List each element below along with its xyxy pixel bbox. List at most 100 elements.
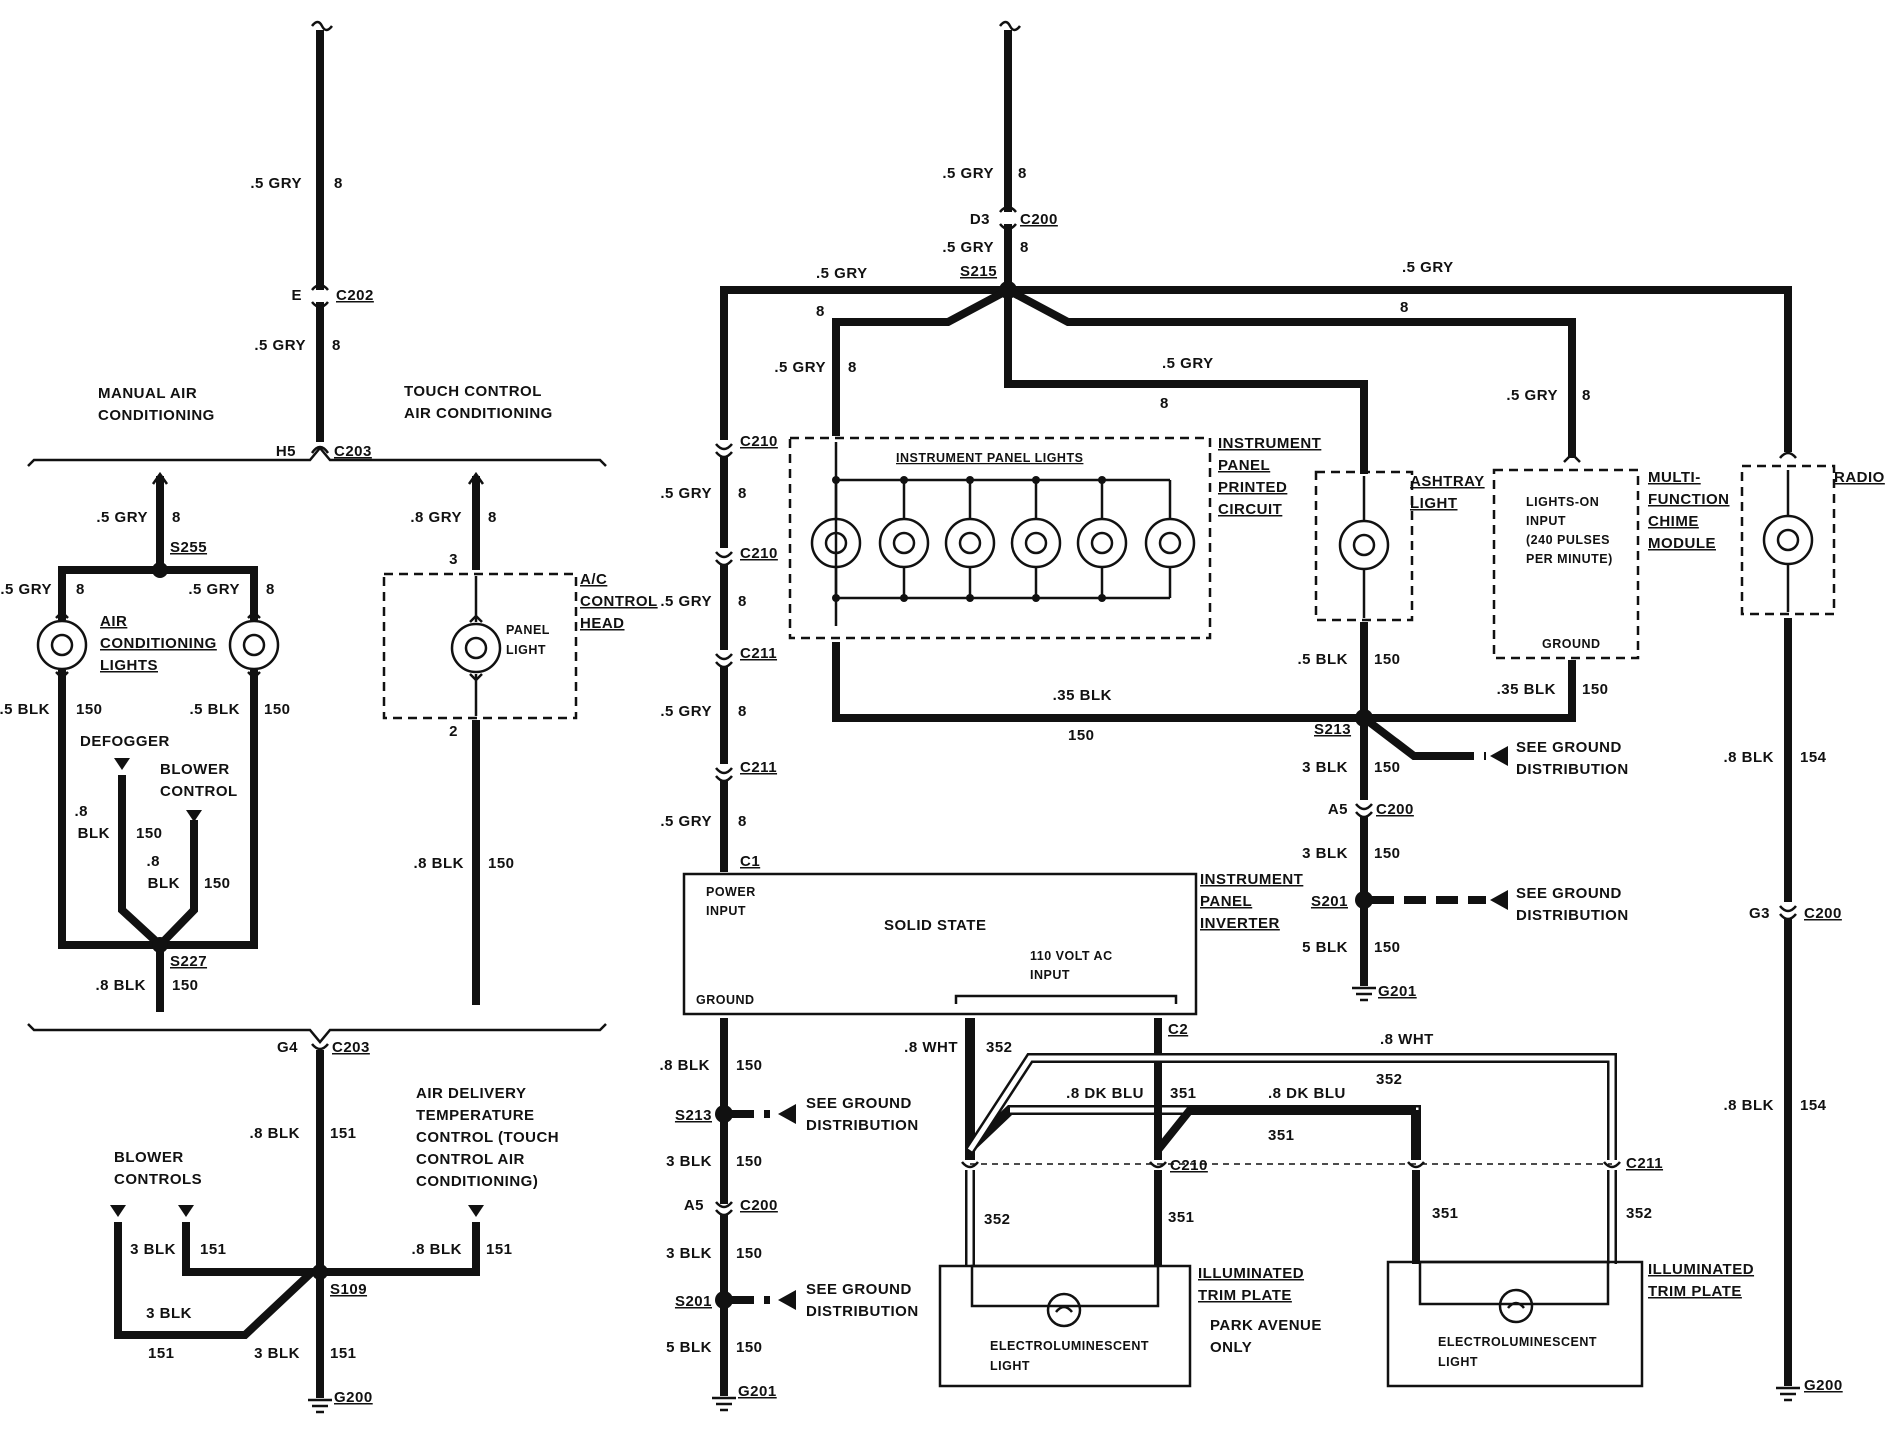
splice-s109: S109: [330, 1281, 367, 1298]
circuit-150-2: 150: [264, 701, 291, 718]
circuit-150-r2: 150: [1068, 727, 1095, 744]
circuit-351-2: 351: [1268, 1127, 1295, 1144]
wire-size-blk-r10: 3 BLK: [666, 1245, 712, 1262]
circuit-8-r9: 8: [738, 593, 747, 610]
el-light-1-symbol: [1046, 1292, 1082, 1328]
wire-size-gry-5: .5 GRY: [188, 581, 240, 598]
circuit-150-r10: 150: [736, 1339, 763, 1356]
ground-g200-right: G200: [1804, 1377, 1843, 1394]
wire-size-blk-9: .8 BLK: [411, 1241, 462, 1258]
circuit-8-r10: 8: [738, 703, 747, 720]
ip-bulb-3: [944, 480, 996, 598]
connector-c210-2: C210: [740, 545, 778, 562]
circuit-150-5: 150: [488, 855, 515, 872]
wire-size-blk-r4: 3 BLK: [1302, 759, 1348, 776]
pin-h5: H5: [276, 443, 296, 460]
splice-s201-left: S201: [675, 1293, 712, 1310]
wire-size-blk-r9: 3 BLK: [666, 1153, 712, 1170]
connector-c200-radio: C200: [1804, 905, 1842, 922]
wire-size-gry-r10: .5 GRY: [660, 703, 712, 720]
el-light-2-symbol: [1498, 1288, 1534, 1324]
ip-bulb-1: [810, 480, 862, 598]
wire-size-blk-r1: .5 BLK: [1297, 651, 1348, 668]
circuit-351-4: 351: [1432, 1205, 1459, 1222]
wire-size-blk-r12: .8 BLK: [1723, 1097, 1774, 1114]
connector-c1: C1: [740, 853, 760, 870]
connector-c202: C202: [336, 287, 374, 304]
wire-size-blk-4b: BLK: [148, 875, 180, 892]
circuit-8-r6: 8: [1160, 395, 1169, 412]
wire-size-blk-r8: .8 BLK: [659, 1057, 710, 1074]
wire-size-gry-r2: .5 GRY: [942, 239, 994, 256]
circuit-150-r4: 150: [1374, 759, 1401, 776]
pin-a5-left: A5: [684, 1197, 704, 1214]
circuit-8-r1: 8: [1018, 165, 1027, 182]
circuit-150-r9: 150: [736, 1245, 763, 1262]
ground-symbol-g200-right: [1776, 1386, 1800, 1402]
circuit-8-r2: 8: [1020, 239, 1029, 256]
wire-size-blk-7: .8 BLK: [249, 1125, 300, 1142]
wire-size-gry-1: .5 GRY: [250, 175, 302, 192]
ip-bulb-2: [878, 480, 930, 598]
splice-s213-left: S213: [675, 1107, 712, 1124]
circuit-151-2: 151: [200, 1241, 227, 1258]
connector-c211-2: C211: [740, 759, 777, 776]
connector-c210-1: C210: [740, 433, 778, 450]
circuit-352-2: 352: [1376, 1071, 1403, 1088]
circuit-150-3: 150: [136, 825, 163, 842]
wire-size-blk-8: 3 BLK: [130, 1241, 176, 1258]
circuit-8-r4: 8: [1400, 299, 1409, 316]
wire-size-blk-5: .8 BLK: [413, 855, 464, 872]
splice-s201-right: S201: [1311, 893, 1348, 910]
circuit-8-r5: 8: [848, 359, 857, 376]
splice-s213-right: S213: [1314, 721, 1351, 738]
pin-d3: D3: [970, 211, 990, 228]
wire-size-gry-r4: .5 GRY: [1402, 259, 1454, 276]
wire-size-gry-r8: .5 GRY: [660, 485, 712, 502]
left-section: [27, 20, 607, 1414]
circuit-352-1: 352: [986, 1039, 1013, 1056]
inverter-box: [682, 872, 1198, 1016]
wire-size-gry-2: .5 GRY: [254, 337, 306, 354]
circuit-8-6: 8: [488, 509, 497, 526]
component-ip-lights: INSTRUMENT PANEL LIGHTS: [896, 451, 1083, 465]
circuit-150-r8: 150: [736, 1153, 763, 1170]
connector-c210-bottom: C210: [1170, 1157, 1208, 1174]
wire-size-gry-r3: .5 GRY: [816, 265, 868, 282]
wire-size-blk-6: .8 BLK: [95, 977, 146, 994]
wire-size-blk-r11: 5 BLK: [666, 1339, 712, 1356]
wire-size-gry-r1: .5 GRY: [942, 165, 994, 182]
circuit-8-3: 8: [172, 509, 181, 526]
circuit-151-4: 151: [148, 1345, 175, 1362]
wire-size-gry-r7: .5 GRY: [1506, 387, 1558, 404]
ip-bulb-6: [1144, 480, 1196, 598]
ac-lights-bulb-1: [36, 610, 88, 680]
connector-c203-top: C203: [334, 443, 372, 460]
circuit-150-r6: 150: [1374, 939, 1401, 956]
circuit-151-1: 151: [330, 1125, 357, 1142]
wire-size-blk-4a: .8: [146, 853, 160, 870]
ip-bulb-4: [1010, 480, 1062, 598]
panel-light-bulb: [450, 614, 502, 682]
wire-size-blk-3a: .8: [74, 803, 88, 820]
connector-c211-1: C211: [740, 645, 777, 662]
pin-e: E: [291, 287, 302, 304]
connector-c211-bottom: C211: [1626, 1155, 1663, 1172]
ip-bulbs: [810, 476, 1196, 602]
circuit-154-2: 154: [1800, 1097, 1827, 1114]
circuit-150-r5: 150: [1374, 845, 1401, 862]
wire-size-gry-r11: .5 GRY: [660, 813, 712, 830]
circuit-8-r11: 8: [738, 813, 747, 830]
ip-bulb-5: [1076, 480, 1128, 598]
wire-size-blk-r5: .8 BLK: [1723, 749, 1774, 766]
